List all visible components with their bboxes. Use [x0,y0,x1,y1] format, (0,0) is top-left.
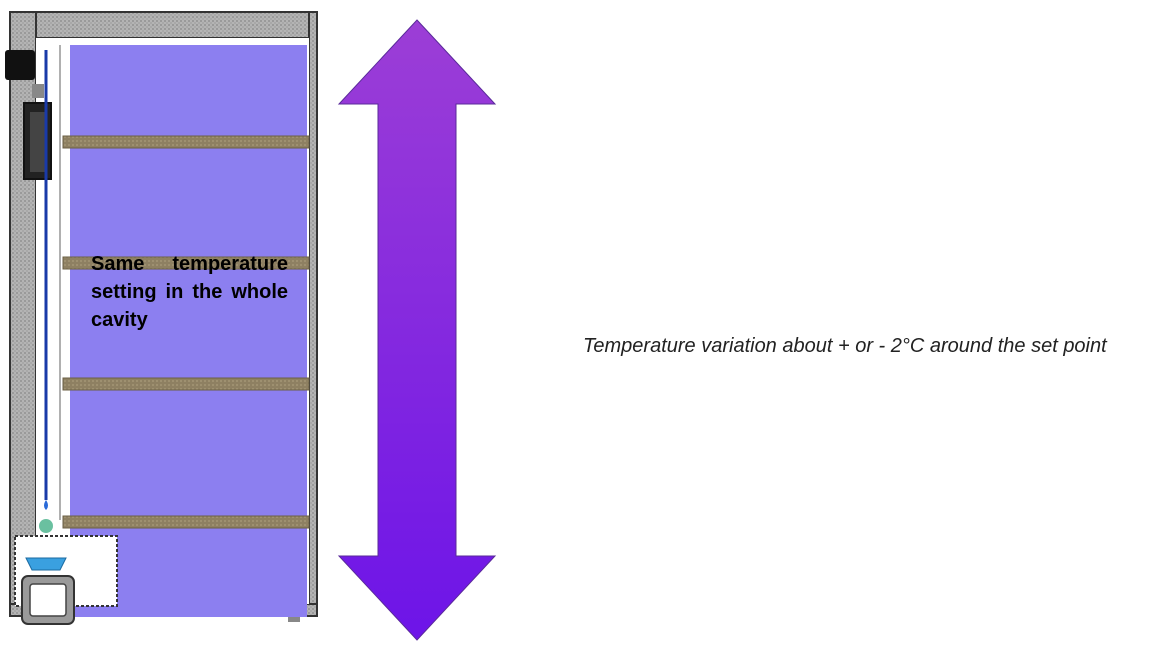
double-arrow-icon [337,19,497,641]
control-panel-screen [30,112,45,172]
cabinet-top-wall [9,11,318,39]
water-pipe-icon [39,45,61,533]
water-reservoir-window [29,583,67,617]
water-pan-icon [14,535,118,625]
water-drop-icon [44,500,48,510]
shelves [62,135,310,529]
cabinet-foot-right [288,616,300,622]
temperature-variation-note: Temperature variation about + or - 2°C a… [583,335,1107,357]
shelf-2 [62,256,310,270]
control-panel-hinge [32,84,44,98]
shelf-1 [62,135,310,149]
cabinet-right-wall [308,11,318,617]
humidifier-valve-icon [39,519,53,533]
cavity-bottom-fill [120,535,307,612]
shelf-3 [62,377,310,391]
water-tray [25,557,67,571]
shelf-4 [62,515,310,529]
cavity-label: Same temperature setting in the whole ca… [91,253,288,331]
door-latch-icon [5,50,35,80]
